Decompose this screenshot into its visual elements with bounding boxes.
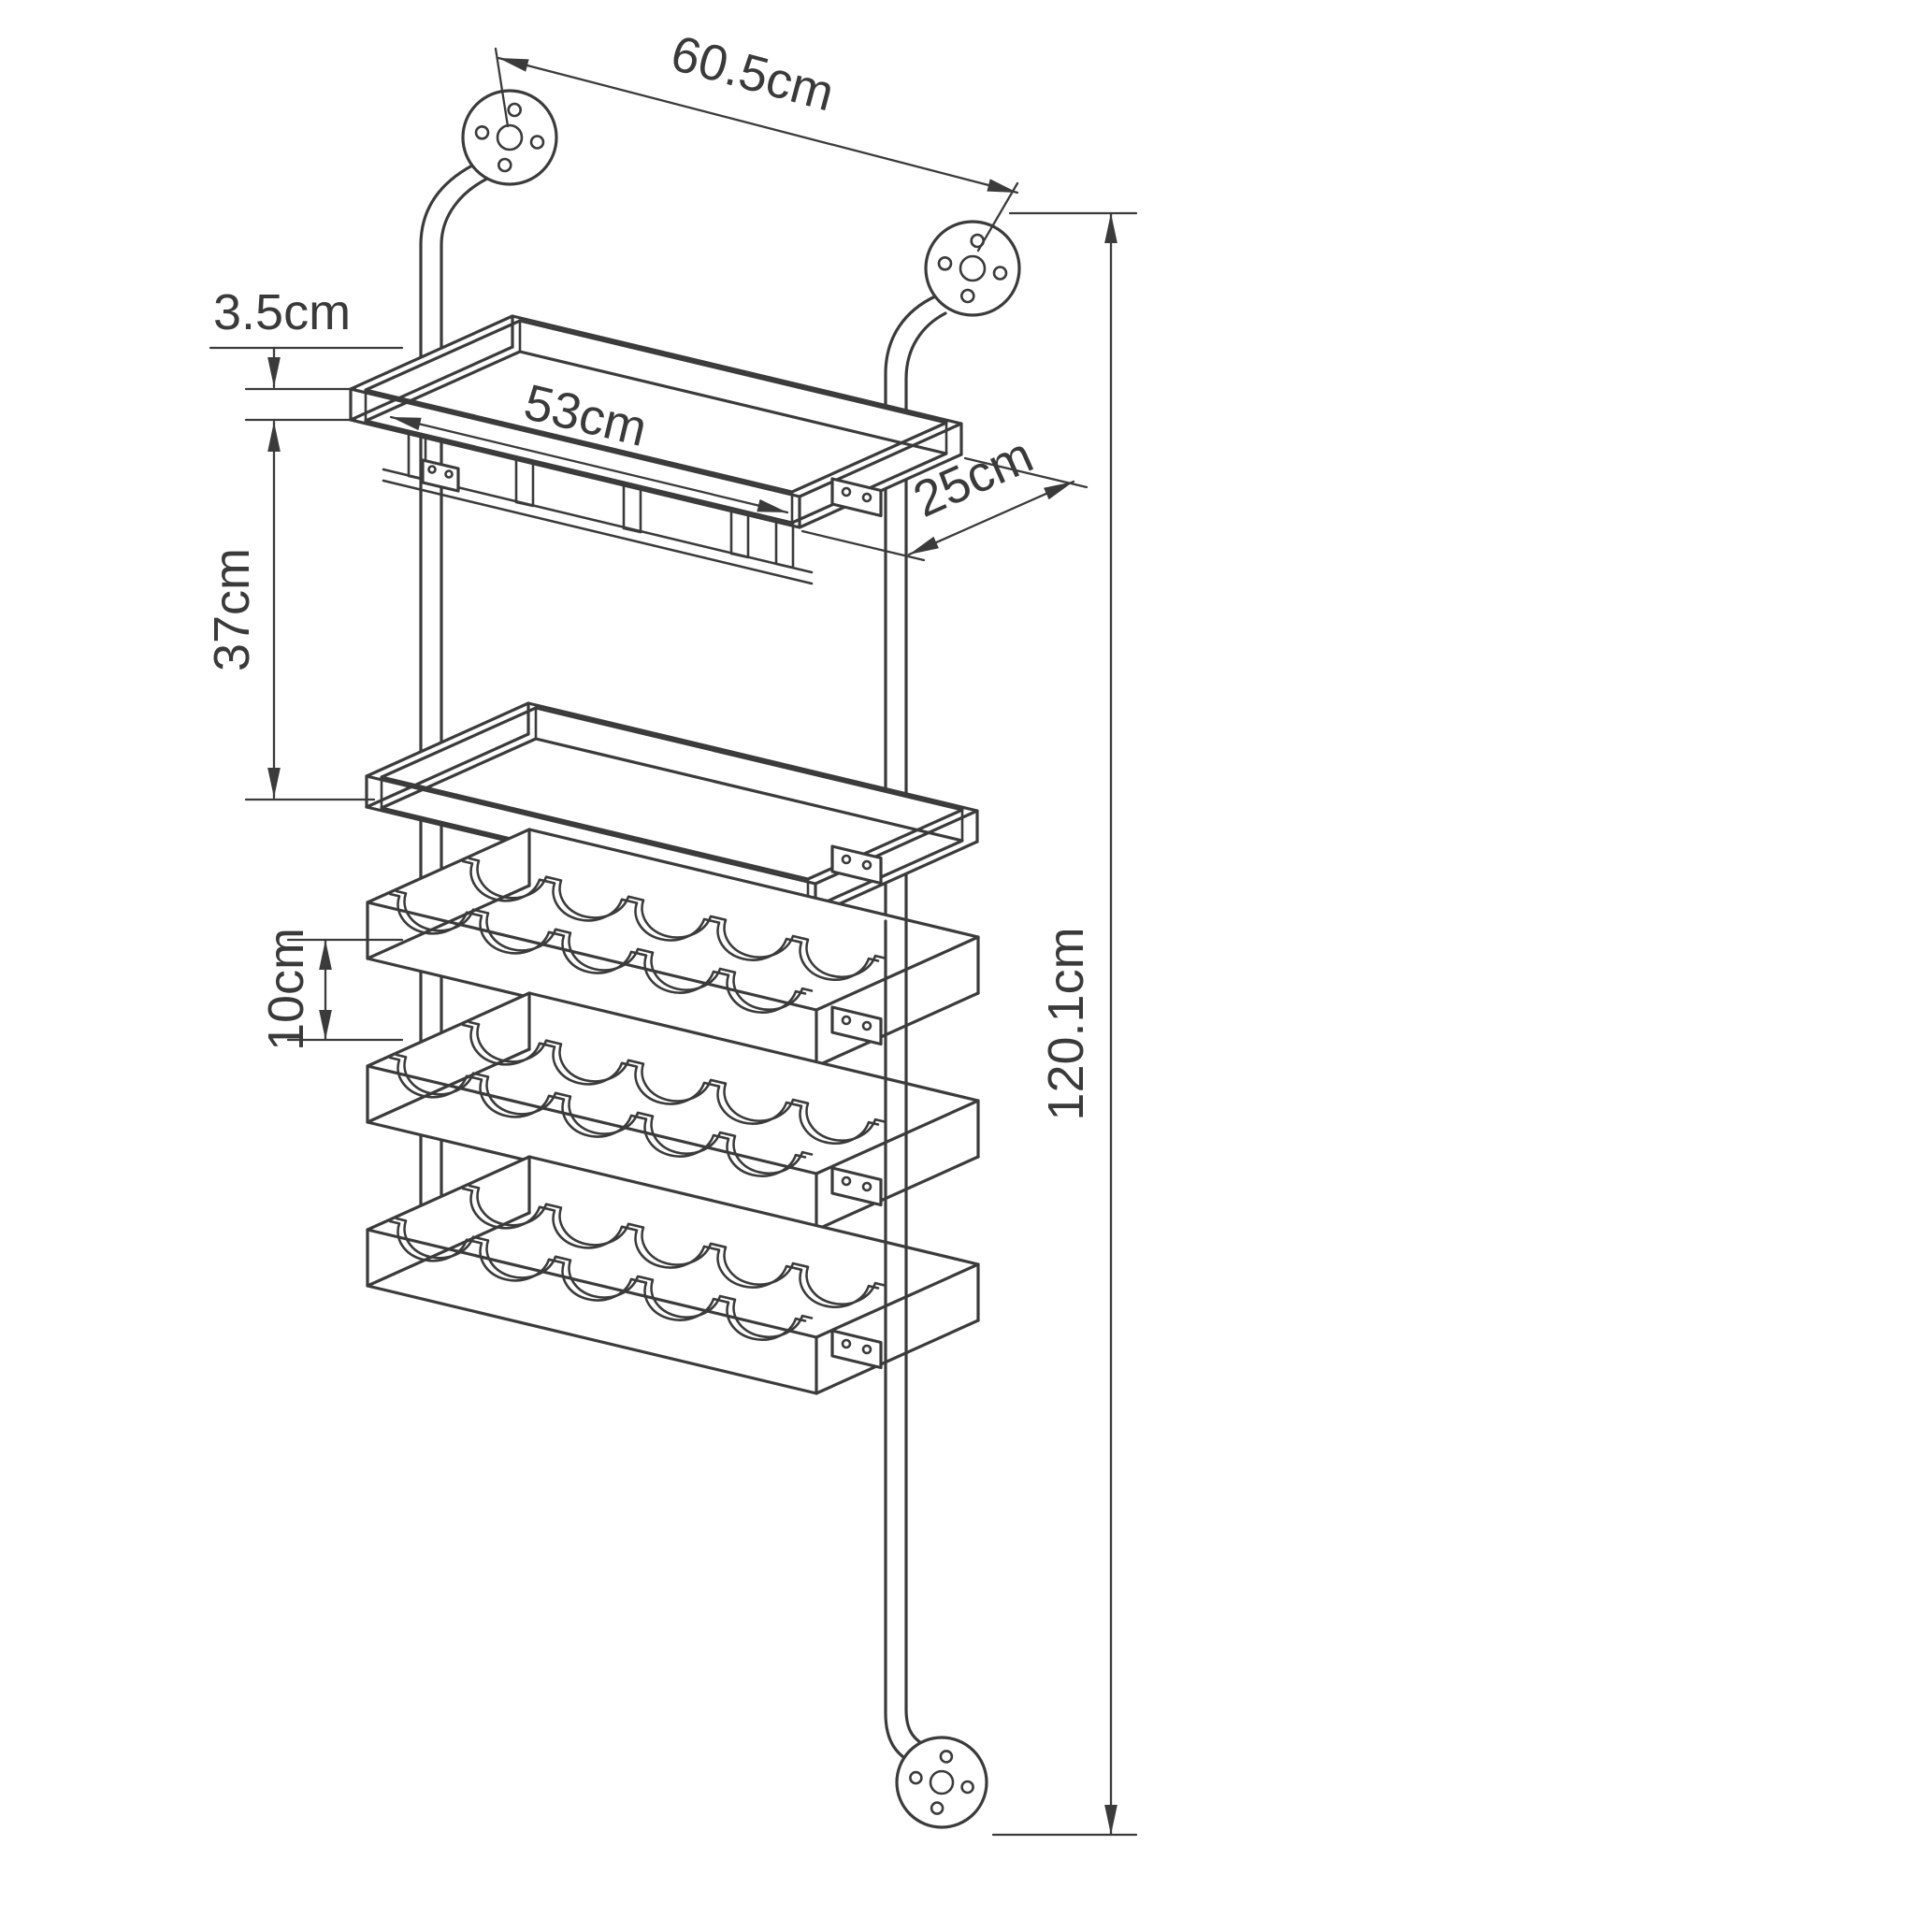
dim-label-shelf-spacing: 37cm [204, 548, 260, 671]
wine-rack-2 [366, 991, 980, 1232]
wine-rack-3 [366, 1155, 980, 1395]
dimension-rack-spacing: 10cm [258, 928, 404, 1051]
right-tube-upper [884, 295, 947, 923]
mounting-bracket-middle-shelf [830, 844, 883, 886]
dimension-shelf-length: 53cm [389, 374, 789, 514]
mounting-bracket-top-shelf [830, 477, 883, 518]
dimension-lip-height: 3.5cm [209, 284, 404, 422]
mounting-bracket-rack-3 [830, 1329, 883, 1370]
mounting-bracket-left [421, 458, 460, 493]
dimension-total-height: 120.1cm [991, 211, 1138, 1837]
dimension-shelf-spacing: 37cm [204, 420, 376, 801]
bottom-wall-flange [895, 1736, 988, 1829]
dim-label-rack-spacing: 10cm [258, 928, 314, 1051]
wine-rack-1 [366, 828, 980, 1068]
dim-label-total-height: 120.1cm [1038, 927, 1094, 1120]
right-wall-flange [924, 220, 1021, 317]
mounting-bracket-rack-1 [830, 1005, 883, 1046]
dim-label-lip-height: 3.5cm [213, 284, 351, 340]
mounting-bracket-rack-2 [830, 1166, 883, 1207]
left-tube [419, 164, 489, 1255]
left-wall-flange [461, 89, 558, 186]
dimension-top-width: 60.5cm [494, 25, 1019, 252]
